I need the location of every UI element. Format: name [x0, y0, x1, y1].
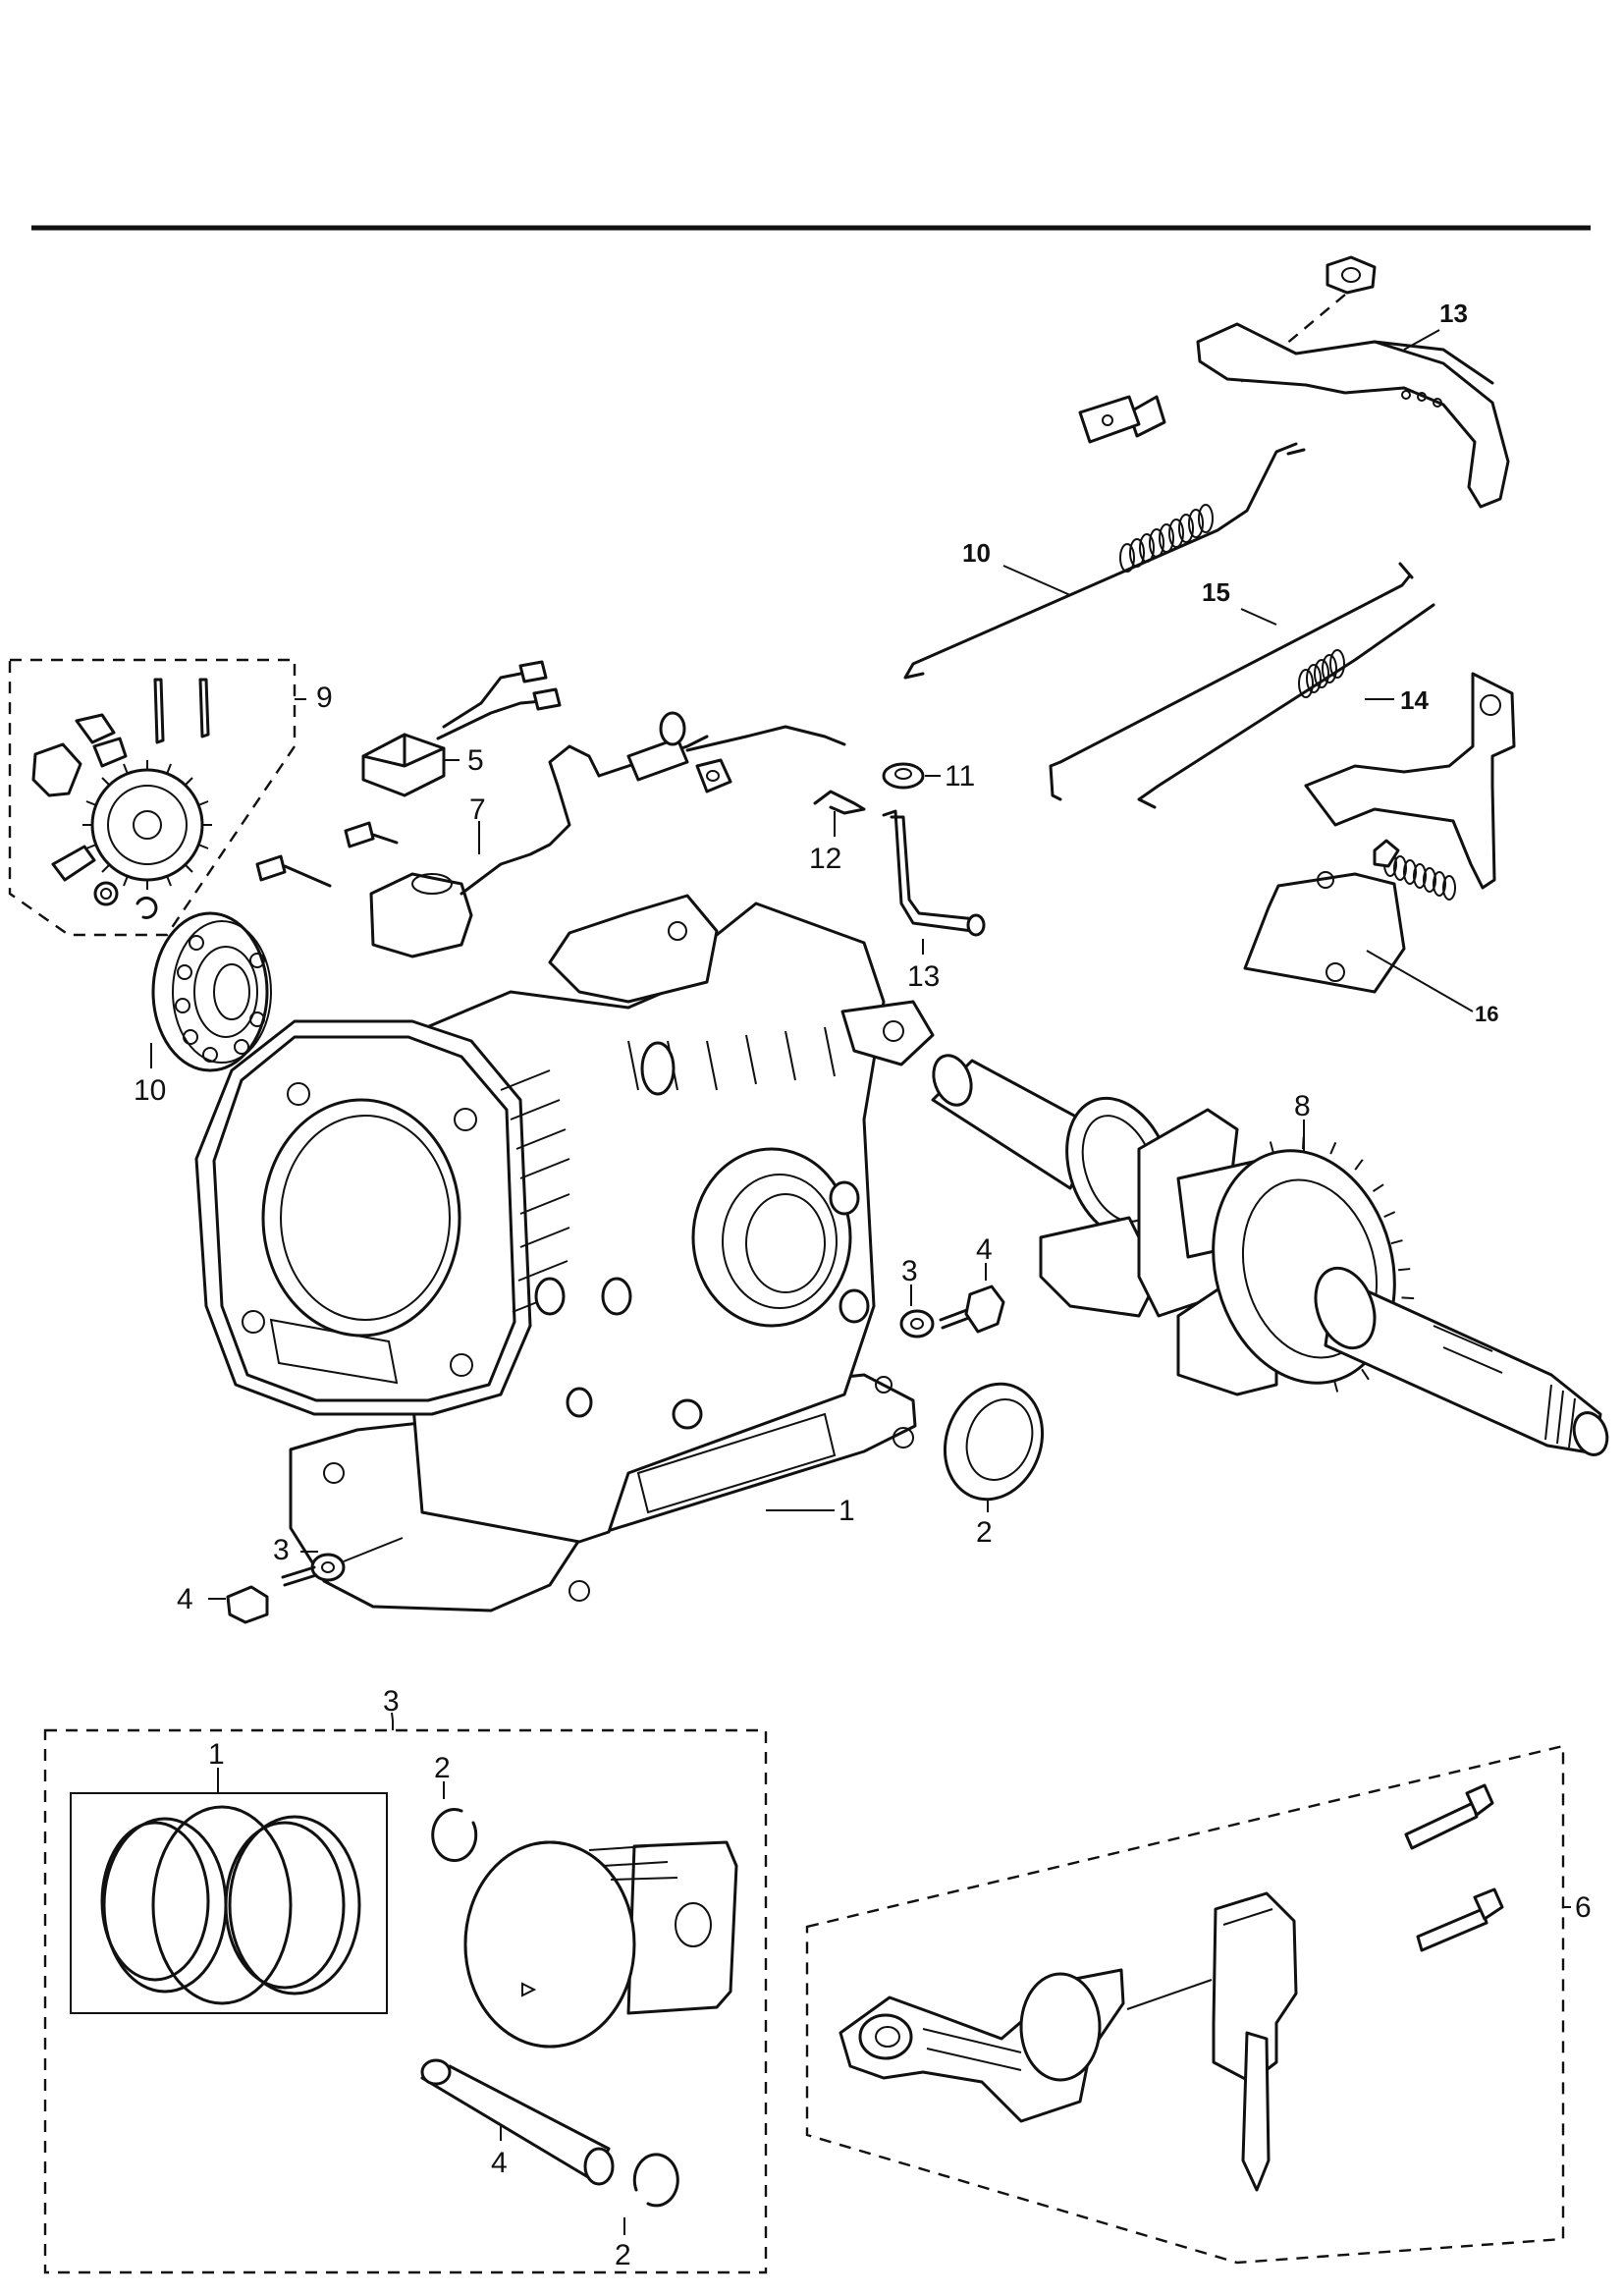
oil-seal-2: [943, 1382, 1045, 1512]
bearing-10: [150, 911, 272, 1072]
label-4-right: 4: [976, 1233, 993, 1266]
control-bracket-16: [1243, 672, 1516, 1012]
label-12: 12: [809, 843, 841, 875]
label-8: 8: [1294, 1090, 1311, 1122]
piston-group-3: [43, 1712, 768, 2274]
parts-11-12-13: [813, 762, 986, 955]
label-clip-2-top: 2: [434, 1752, 451, 1784]
label-pin-4: 4: [491, 2147, 508, 2179]
crankshaft-8: [931, 1054, 1609, 1456]
label-conrod-6: 6: [1575, 1891, 1592, 1924]
governor-arm: [1078, 255, 1510, 509]
group-9-box: [8, 658, 306, 937]
crankcase-1: [194, 894, 935, 1613]
leader-lines: [1002, 329, 1440, 700]
plug-cap-7: [255, 711, 846, 958]
bolt-washer-left: [208, 1537, 404, 1624]
bolt-washer-right: [899, 1263, 1005, 1339]
label-3-right: 3: [901, 1255, 918, 1287]
label-1-crankcase: 1: [839, 1495, 855, 1527]
label-14: 14: [1400, 685, 1429, 715]
label-9: 9: [316, 682, 333, 714]
label-16: 16: [1475, 1002, 1498, 1026]
governor-spring-10: [903, 442, 1306, 680]
label-13-mid: 13: [907, 960, 940, 993]
label-7: 7: [469, 793, 486, 826]
label-5: 5: [467, 744, 484, 777]
ignition-coil-5: [361, 660, 562, 797]
part-labels: 13 10 15 14 16 9 5 7 11 12 13 10 8 3 4 2…: [134, 299, 1592, 2271]
label-4-left: 4: [177, 1583, 193, 1615]
label-piston-group-3: 3: [383, 1685, 400, 1718]
label-3-left: 3: [273, 1534, 290, 1566]
label-13-top: 13: [1439, 299, 1468, 328]
conrod-group-6: [805, 1744, 1571, 2265]
label-11: 11: [945, 760, 975, 793]
label-2-seal: 2: [976, 1516, 993, 1549]
governor-rod-15: [1049, 562, 1414, 801]
label-ring-set-1: 1: [208, 1738, 225, 1771]
label-15: 15: [1202, 577, 1230, 607]
return-spring-14: [1137, 603, 1435, 809]
label-clip-2-bottom: 2: [615, 2239, 631, 2271]
label-10-bearing: 10: [134, 1074, 166, 1107]
label-10-spring: 10: [962, 538, 991, 568]
